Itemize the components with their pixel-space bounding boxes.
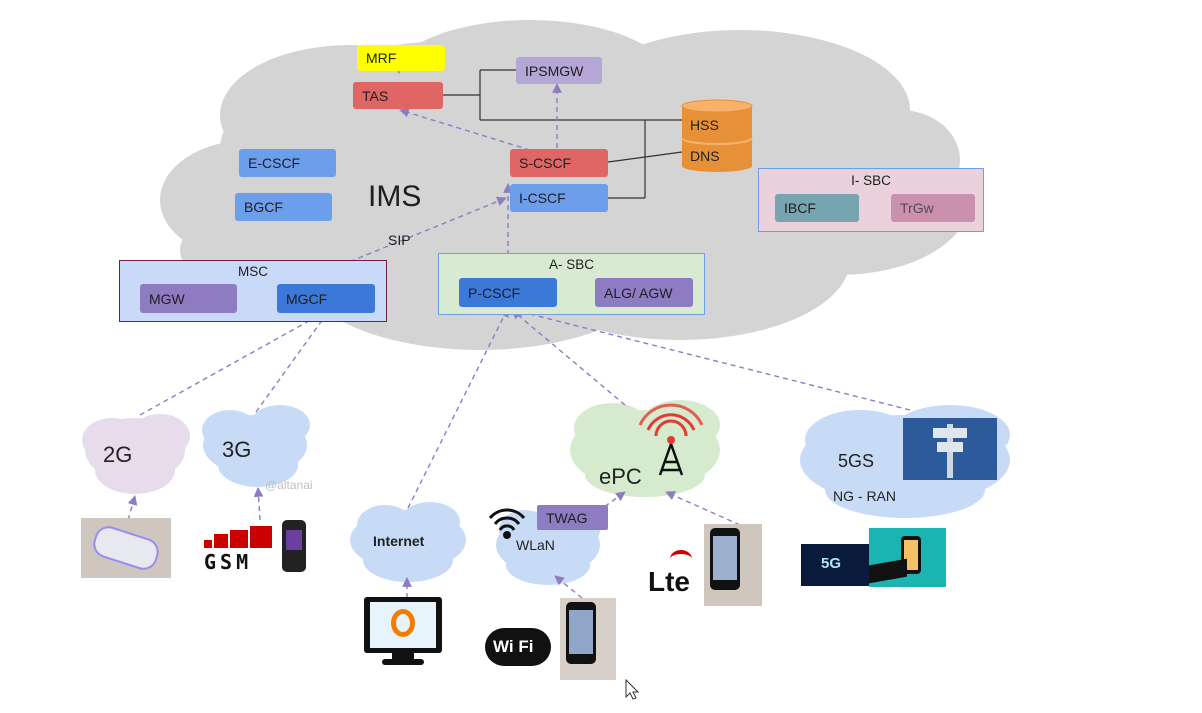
i-cscf-label: I-CSCF bbox=[519, 190, 566, 206]
wlan-label: WLaN bbox=[516, 537, 555, 553]
2g-label: 2G bbox=[103, 442, 133, 467]
wifi-logo-text: Wi Fi bbox=[493, 637, 534, 656]
ipsmgw-label: IPSMGW bbox=[525, 62, 584, 79]
smartphone-wifi-image bbox=[560, 598, 616, 680]
ipsmgw-node[interactable]: IPSMGW bbox=[516, 57, 602, 84]
a-sbc-title: A- SBC bbox=[548, 257, 594, 272]
ibcf-label: IBCF bbox=[784, 200, 816, 216]
internet-label: Internet bbox=[373, 533, 425, 549]
msc-title: MSC bbox=[238, 264, 268, 279]
solid-connectors bbox=[443, 69, 683, 199]
5g-tower-image bbox=[903, 418, 997, 480]
e-cscf-label: E-CSCF bbox=[248, 155, 301, 171]
feature-phone-image bbox=[81, 518, 171, 578]
bgcf-node[interactable]: BGCF bbox=[235, 193, 332, 221]
cell-tower-icon bbox=[638, 403, 704, 476]
5g-badge-image: 5G bbox=[801, 544, 871, 586]
ims-title: IMS bbox=[368, 180, 422, 213]
3g-label: 3G bbox=[222, 437, 252, 462]
hss-label: HSS bbox=[690, 117, 719, 133]
watermark: @altanai bbox=[265, 478, 313, 492]
mrf-node[interactable]: MRF bbox=[357, 45, 445, 71]
mrf-label: MRF bbox=[366, 50, 397, 66]
alg-agw-label: ALG/ AGW bbox=[604, 284, 673, 301]
msc-group[interactable]: MSC MGW MGCF bbox=[119, 260, 387, 322]
5g-badge-text: 5G bbox=[821, 555, 842, 572]
lte-logo-text: Lte bbox=[648, 566, 690, 597]
monitor-webrtc-image bbox=[364, 597, 444, 667]
i-cscf-node[interactable]: I-CSCF bbox=[510, 184, 608, 212]
tas-label: TAS bbox=[362, 87, 389, 104]
e-cscf-node[interactable]: E-CSCF bbox=[239, 149, 336, 177]
lte-logo: Lte bbox=[648, 548, 706, 604]
mgw-label: MGW bbox=[149, 290, 185, 307]
dns-label: DNS bbox=[690, 148, 720, 164]
5gs-label: 5GS bbox=[838, 451, 875, 471]
cloud-2g bbox=[82, 414, 190, 494]
i-sbc-group[interactable]: I- SBC IBCF TrGw bbox=[758, 168, 984, 232]
trgw-node[interactable]: TrGw bbox=[891, 194, 975, 222]
ng-ran-label: NG - RAN bbox=[833, 488, 896, 504]
a-sbc-group[interactable]: A- SBC P-CSCF ALG/ AGW bbox=[438, 253, 705, 315]
smartphone-lte-image bbox=[704, 524, 762, 606]
mgw-node[interactable]: MGW bbox=[140, 284, 237, 313]
twag-node[interactable]: TWAG bbox=[537, 505, 608, 530]
trgw-label: TrGw bbox=[900, 200, 934, 216]
i-sbc-title: I- SBC bbox=[851, 173, 891, 188]
hss-dns-database-icon bbox=[681, 99, 753, 172]
mobile-phone-image bbox=[282, 520, 306, 572]
mgcf-node[interactable]: MGCF bbox=[277, 284, 375, 313]
twag-label: TWAG bbox=[546, 509, 588, 526]
s-cscf-node[interactable]: S-CSCF bbox=[510, 149, 608, 177]
gsm-logo: GSM bbox=[204, 526, 278, 574]
gsm-text: GSM bbox=[204, 550, 253, 574]
epc-label: ePC bbox=[599, 464, 642, 489]
s-cscf-label: S-CSCF bbox=[519, 155, 572, 171]
sip-label: SIP bbox=[388, 232, 411, 248]
bgcf-label: BGCF bbox=[244, 199, 283, 215]
mouse-cursor-icon bbox=[625, 678, 640, 700]
ibcf-node[interactable]: IBCF bbox=[775, 194, 859, 222]
cloud-3g bbox=[202, 405, 310, 487]
p-cscf-node[interactable]: P-CSCF bbox=[459, 278, 557, 307]
mgcf-label: MGCF bbox=[286, 290, 328, 307]
p-cscf-label: P-CSCF bbox=[468, 284, 521, 301]
tas-node[interactable]: TAS bbox=[353, 82, 443, 109]
alg-agw-node[interactable]: ALG/ AGW bbox=[595, 278, 693, 307]
cloud-internet bbox=[350, 502, 466, 582]
wifi-signal-icon bbox=[488, 508, 526, 539]
5g-hand-phone-image bbox=[869, 528, 946, 587]
cloud-epc bbox=[570, 400, 720, 497]
wifi-logo: Wi Fi bbox=[485, 628, 551, 666]
